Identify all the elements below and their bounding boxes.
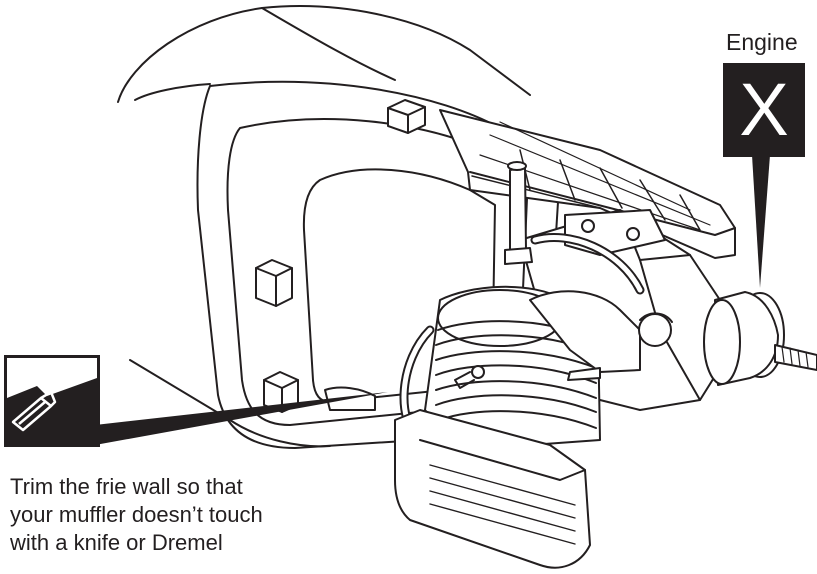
- instruction-line: your muffler doesn’t touch: [10, 502, 263, 527]
- instruction-line: with a knife or Dremel: [10, 530, 223, 555]
- instruction-line: Trim the frie wall so that: [10, 474, 243, 499]
- muffler: [324, 386, 591, 569]
- mount-blocks: [255, 99, 426, 413]
- needle-valve: [504, 161, 673, 381]
- fuel-tank-outline: [117, 5, 531, 103]
- engine-label: Engine: [726, 29, 798, 55]
- knife-tool-icon: [7, 378, 97, 444]
- prop-drive: [703, 291, 817, 386]
- engine-callout-pointer: [752, 155, 770, 288]
- trim-instruction: Trim the frie wall so that your muffler …: [10, 473, 340, 557]
- engine-letter-badge: X: [723, 63, 805, 157]
- tool-callout-box: [4, 355, 100, 447]
- tool-callout-pointer: [95, 392, 388, 445]
